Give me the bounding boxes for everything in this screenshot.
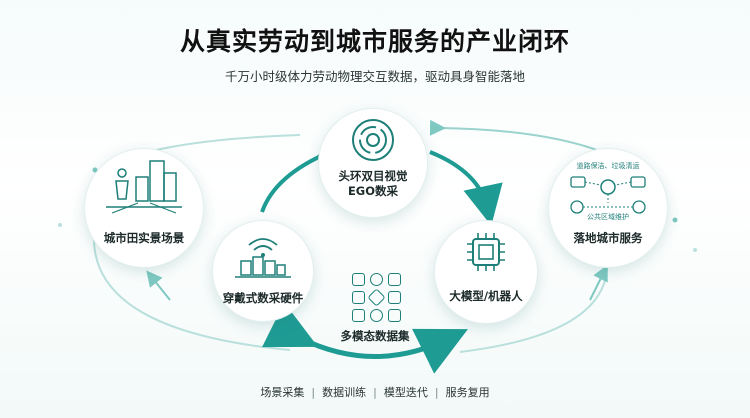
wifi-city-icon xyxy=(235,238,291,278)
video-icon xyxy=(388,291,401,304)
service-network-icon xyxy=(570,176,646,214)
inner-arc-bottom xyxy=(262,302,468,374)
outer-arc-bottom-left xyxy=(93,224,291,351)
ego-label-line2: EGO数采 xyxy=(347,184,399,198)
settings-icon xyxy=(370,273,383,286)
map-icon xyxy=(352,309,365,322)
text-icon xyxy=(352,291,365,304)
footer-separator: | xyxy=(373,386,377,399)
footer-step-reuse: 服务复用 xyxy=(445,386,490,399)
node-ego: 头环双目视觉 EGO数采 xyxy=(318,108,428,218)
ego-label-line1: 头环双目视觉 xyxy=(338,169,408,183)
inner-arc-right xyxy=(429,150,503,226)
chip-icon xyxy=(467,233,505,271)
footer-separator: | xyxy=(434,386,439,399)
image-icon xyxy=(352,273,365,286)
model-label: 大模型/机器人 xyxy=(449,289,523,303)
audio-icon xyxy=(388,273,401,286)
service-tag-top: 道路保洁、垃圾清运 xyxy=(576,162,640,170)
document-icon xyxy=(388,309,401,322)
footer-steps: 场景采集 | 数据训练 | 模型迭代 | 服务复用 xyxy=(0,384,750,400)
wearable-label: 穿戴式数采硬件 xyxy=(222,291,304,305)
outer-arrow-left xyxy=(146,270,171,301)
node-service: 道路保洁、垃圾清运 公共区域维护 落地城市服务 xyxy=(548,148,668,268)
vision-lens-icon xyxy=(352,119,394,161)
city-skyline-icon xyxy=(106,160,182,214)
footer-separator: | xyxy=(311,386,316,399)
service-label: 落地城市服务 xyxy=(573,231,643,245)
multimodal-dataset-label: 多模态数据集 xyxy=(340,329,410,343)
node-wearable: 穿戴式数采硬件 xyxy=(212,220,314,322)
outer-arrow-right xyxy=(589,264,608,301)
motion-icon xyxy=(370,309,383,322)
node-city-scene: 城市田实景场景 xyxy=(84,148,204,268)
service-tag-bottom: 公共区域维护 xyxy=(587,213,629,221)
page-subtitle: 千万小时级体力劳动物理交互数据，驱动具身智能落地 xyxy=(224,69,525,84)
footer-step-iterate: 模型迭代 xyxy=(383,386,428,399)
page-title: 从真实劳动到城市服务的产业闭环 xyxy=(179,27,570,56)
footer-step-collect: 场景采集 xyxy=(260,386,305,399)
city-scene-label: 城市田实景场景 xyxy=(103,231,185,245)
footer-step-train: 数据训练 xyxy=(322,386,367,399)
node-model: 大模型/机器人 xyxy=(434,220,538,324)
